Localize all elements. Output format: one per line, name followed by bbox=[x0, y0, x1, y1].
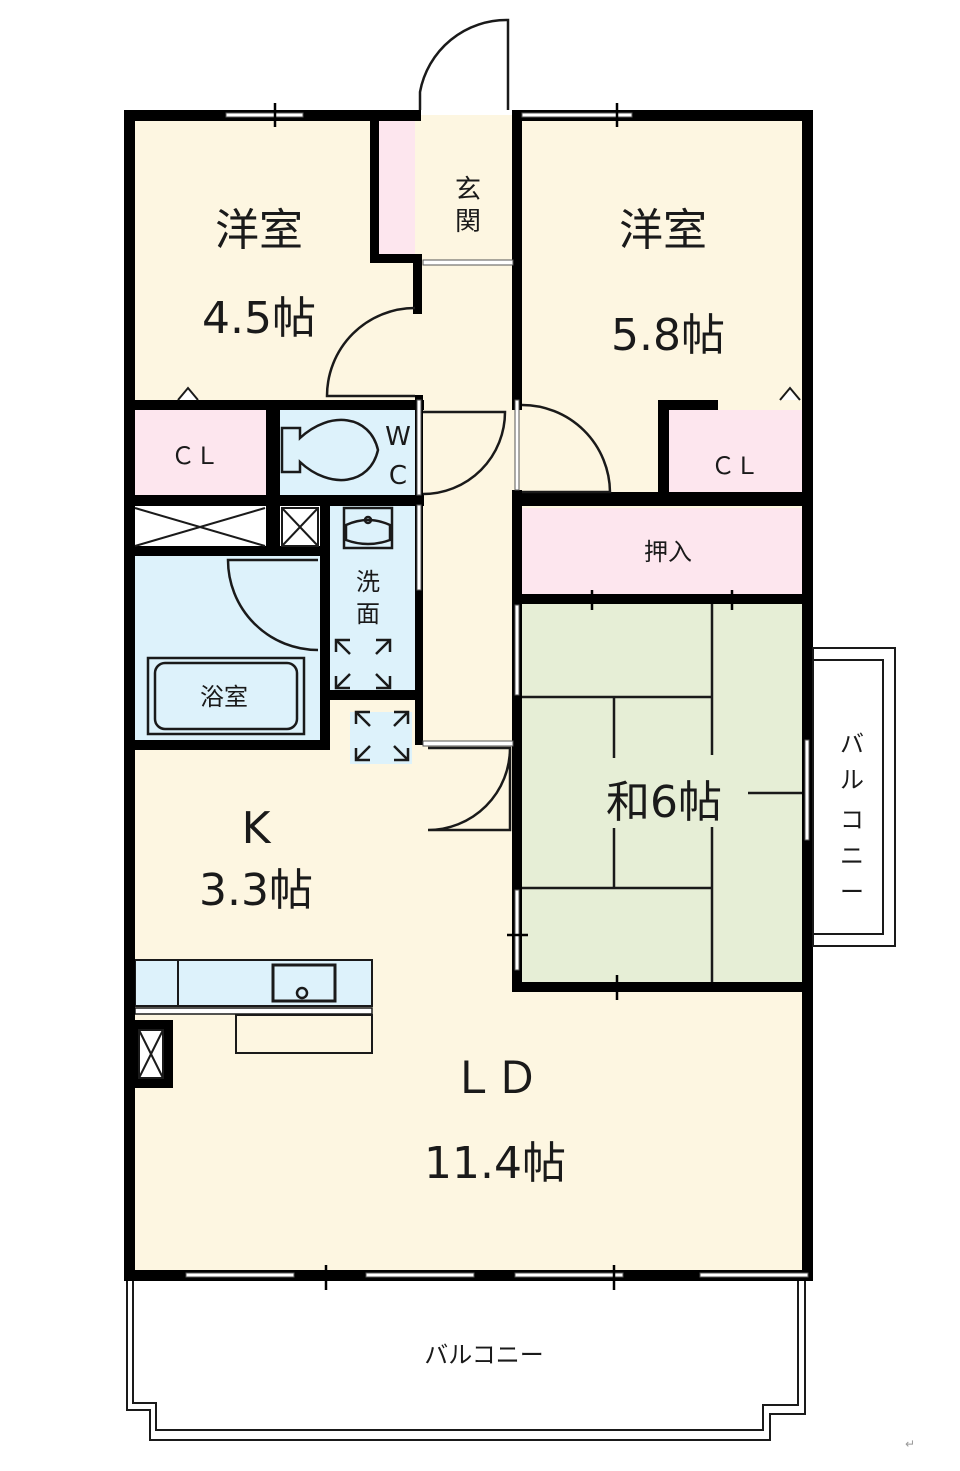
entrance-label-2: 関 bbox=[455, 207, 481, 237]
svg-text:バ: バ bbox=[840, 730, 864, 758]
corner-mark: ↵ bbox=[905, 1437, 915, 1451]
toilet-floor bbox=[280, 410, 417, 496]
washroom-label-1: 洗 bbox=[356, 568, 380, 596]
living-dining-name: ＬＤ bbox=[451, 1053, 539, 1104]
door-swings bbox=[226, 306, 612, 832]
western-room-1-size: 4.5帖 bbox=[202, 293, 316, 344]
bathroom-label: 浴室 bbox=[200, 683, 248, 711]
living-dining-size: 11.4帖 bbox=[424, 1138, 566, 1189]
western-room-2-size: 5.8帖 bbox=[611, 310, 725, 361]
windows bbox=[185, 112, 810, 1278]
oshiire-label: 押入 bbox=[644, 538, 692, 566]
svg-text:ル: ル bbox=[840, 766, 864, 794]
closet-2-label: ＣＬ bbox=[711, 452, 759, 480]
svg-text:コ: コ bbox=[840, 806, 864, 834]
closet-1-label: ＣＬ bbox=[171, 442, 219, 470]
side-balcony-label: バ ル コ ニ ー bbox=[840, 730, 864, 906]
western-room-2-name: 洋室 bbox=[619, 205, 707, 256]
main-balcony bbox=[126, 1281, 806, 1441]
storage-pink-floor bbox=[378, 120, 415, 255]
toilet-label-w: W bbox=[385, 422, 411, 452]
kitchen-name: K bbox=[242, 803, 272, 854]
bathtub-icon bbox=[146, 656, 306, 736]
closet-2-floor bbox=[668, 410, 802, 495]
svg-text:ニ: ニ bbox=[840, 842, 864, 870]
washroom-label-2: 面 bbox=[356, 600, 380, 628]
washing-machine-icon bbox=[334, 638, 410, 762]
entrance-label-1: 玄 bbox=[455, 175, 481, 205]
main-balcony-label: バルコニー bbox=[424, 1341, 544, 1369]
side-balcony bbox=[812, 647, 896, 947]
closet-1-floor bbox=[135, 410, 267, 496]
entrance-door-icon bbox=[418, 18, 510, 110]
western-room-1-name: 洋室 bbox=[215, 205, 303, 256]
svg-text:ー: ー bbox=[840, 878, 864, 906]
washbasin-icon bbox=[342, 506, 394, 550]
kitchen-bar-counter bbox=[235, 1014, 373, 1054]
oshiire-floor bbox=[522, 508, 802, 596]
western-room-1-floor bbox=[135, 120, 415, 403]
toilet-label-c: C bbox=[389, 461, 407, 491]
pipe-space-x-icon bbox=[134, 507, 319, 1079]
japanese-room-label: 和6帖 bbox=[606, 777, 722, 828]
kitchen-size: 3.3帖 bbox=[199, 865, 313, 916]
sink-icon bbox=[271, 963, 337, 1003]
toilet-icon bbox=[280, 418, 380, 482]
